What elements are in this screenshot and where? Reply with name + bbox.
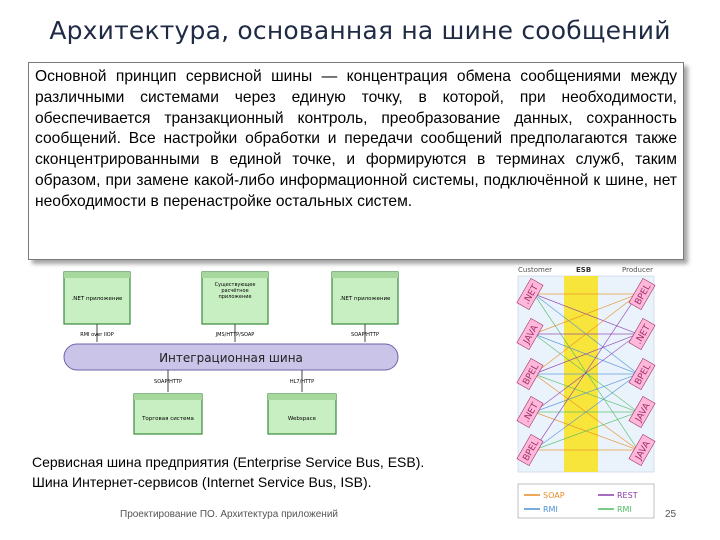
esb-legend: SOAP REST RMI RMI: [517, 483, 655, 519]
top-node-2: Существующее расчётное приложение: [201, 271, 269, 325]
legend-rmi-2: RMI: [617, 505, 632, 514]
footer-text: Проектирование ПО. Архитектура приложени…: [120, 509, 338, 520]
caption-line-1: Сервисная шина предприятия (Enterprise S…: [32, 454, 425, 470]
integration-bus: Интеграционная шина: [63, 343, 399, 371]
top-node-1: .NET приложение: [63, 271, 131, 325]
bottom-node-2-label: Webspace: [288, 416, 317, 422]
bottom-protocol-1: SOAP/HTTP: [154, 379, 182, 385]
esb-header-producer: Producer: [622, 266, 653, 274]
caption-line-2: Шина Интернет-сервисов (Internet Service…: [32, 474, 372, 490]
slide-title: Архитектура, основанная на шине сообщени…: [49, 16, 671, 45]
top-node-3: .NET приложение: [331, 271, 399, 325]
caption: Сервисная шина предприятия (Enterprise S…: [32, 452, 512, 492]
top-protocol-2: JMS/HTTP/SOAP: [215, 332, 255, 338]
legend-soap: SOAP: [543, 491, 565, 500]
top-node-1-label: .NET приложение: [72, 296, 123, 302]
esb-diagram: Customer ESB Producer .NETJAVABPEL.NETBP…: [516, 266, 656, 519]
bottom-node-1: Торговая система: [133, 393, 203, 435]
body-text: Основной принцип сервисной шины — концен…: [35, 68, 677, 210]
esb-connection-line: [533, 333, 639, 375]
esb-header-customer: Customer: [518, 266, 552, 274]
bus-label: Интеграционная шина: [159, 351, 303, 365]
esb-connection-line: [533, 293, 639, 375]
esb-connection-line: [533, 293, 639, 451]
bottom-node-1-label: Торговая система: [141, 416, 194, 422]
legend-rest: REST: [617, 491, 638, 500]
page-number: 25: [665, 509, 677, 520]
top-protocol-3: SOAP/HTTP: [351, 332, 379, 338]
esb-connection-line: [533, 373, 639, 451]
body-text-box: Основной принцип сервисной шины — концен…: [28, 62, 684, 260]
top-node-2-label: Существующее расчётное приложение: [214, 282, 256, 300]
esb-header-esb: ESB: [576, 266, 591, 274]
esb-connection-line: [533, 411, 639, 451]
top-protocol-1: RMI over IIOP: [80, 332, 114, 338]
esb-connection-line: [533, 373, 639, 413]
esb-connection-lines: [533, 293, 639, 451]
bottom-node-2: Webspace: [267, 393, 337, 435]
top-node-3-label: .NET приложение: [340, 296, 391, 302]
bottom-protocol-2: HL7/HTTP: [290, 379, 314, 385]
legend-rmi: RMI: [543, 505, 558, 514]
integration-bus-diagram: .NET приложение Существующее расчётное п…: [63, 271, 399, 435]
esb-connection-line: [533, 293, 639, 335]
esb-connection-line: [533, 333, 639, 413]
